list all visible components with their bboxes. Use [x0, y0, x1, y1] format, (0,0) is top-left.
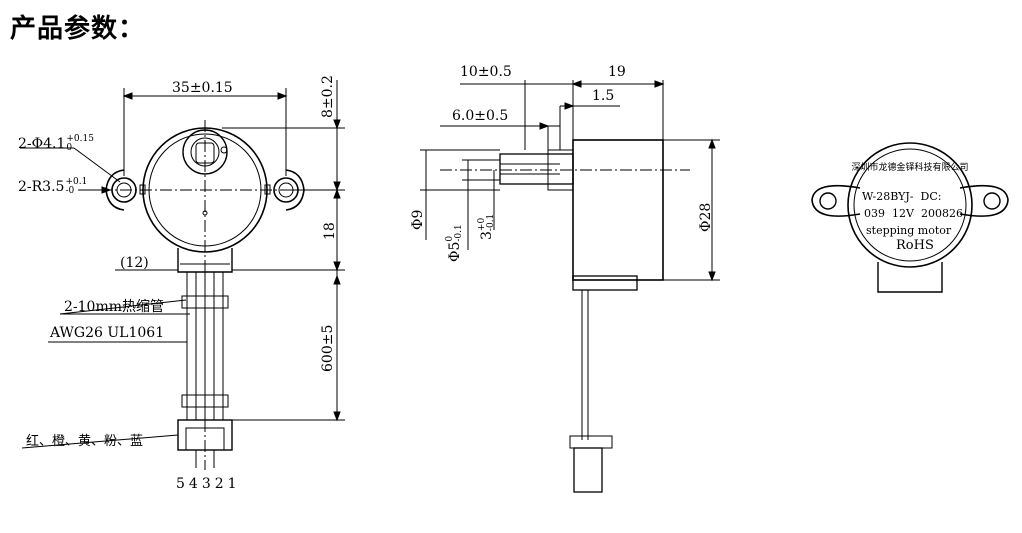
output-shaft	[499, 153, 574, 185]
dim-hole-tol-upper: +0.15	[66, 134, 94, 144]
wire-spec-label: AWG26 UL1061	[50, 325, 165, 341]
heat-shrink-label: 2-10mm热缩管	[64, 299, 165, 315]
dim-shaft-10: 10±0.5	[460, 64, 512, 80]
dim-phi5-label: Φ5	[447, 241, 463, 262]
label-voltage: 12V	[892, 207, 914, 220]
dim-radius-tol-lower: -0	[65, 186, 75, 196]
dim-radius-tol-upper: +0.1	[65, 177, 88, 187]
wire-colors-label: 红、橙、黄、粉、蓝	[26, 434, 144, 449]
label-code-row: 039 12V 200826	[864, 207, 963, 220]
label-view	[811, 142, 1009, 293]
page-title: 产品参数：	[10, 14, 146, 44]
dim-phi-5: Φ5 0 -0.1	[445, 224, 464, 262]
label-dc: DC:	[920, 190, 942, 203]
label-date: 200826	[920, 207, 963, 220]
label-mount-hole-right	[983, 192, 1001, 210]
label-company: 深圳市龙德金铎科技有限公司	[851, 163, 969, 173]
dim-header-12: (12)	[120, 255, 149, 271]
dim-hole-label: 2-Φ4.1	[18, 136, 66, 152]
side-view	[420, 80, 720, 493]
motor-label-body	[847, 142, 973, 268]
label-type: stepping motor	[866, 224, 952, 237]
dim-phi-9: Φ9	[410, 209, 426, 230]
dim-flat-3: 3 +0 -0.1	[477, 213, 496, 240]
dim-phi5-tol-lower: -0.1	[454, 224, 464, 242]
dim-hole-diameter: 2-Φ4.1 +0.15 0	[18, 135, 94, 153]
dim-radius-label: 2-R3.5	[18, 179, 65, 195]
dim-1-5: 1.5	[592, 88, 615, 104]
front-view	[20, 80, 345, 470]
label-model: W-28BYJ- DC:	[862, 190, 941, 203]
motor-housing-side	[572, 139, 664, 281]
label-rohs: RoHS	[896, 238, 934, 253]
dim-shaft-6: 6.0±0.5	[452, 108, 509, 124]
label-code: 039	[864, 207, 885, 220]
dim-radius: 2-R3.5 +0.1 -0	[18, 178, 87, 196]
label-model-text: W-28BYJ-	[862, 190, 914, 203]
dim-phi-28: Φ28	[698, 202, 714, 232]
dim-hole-tol-lower: 0	[66, 143, 73, 153]
dim-offset-8: 8±0.2	[320, 75, 336, 118]
dim-depth-19: 19	[608, 64, 626, 80]
dim-height-18: 18	[322, 222, 338, 240]
dim-flat3-label: 3	[479, 231, 495, 240]
connector-side	[573, 447, 603, 493]
dim-lead-length: 600±5	[320, 324, 336, 372]
pin-numbers: 54321	[176, 476, 241, 492]
dim-flat3-tol-lower: -0.1	[486, 213, 496, 232]
dim-width-35: 35±0.15	[172, 80, 233, 96]
label-mount-hole-left	[819, 192, 837, 210]
